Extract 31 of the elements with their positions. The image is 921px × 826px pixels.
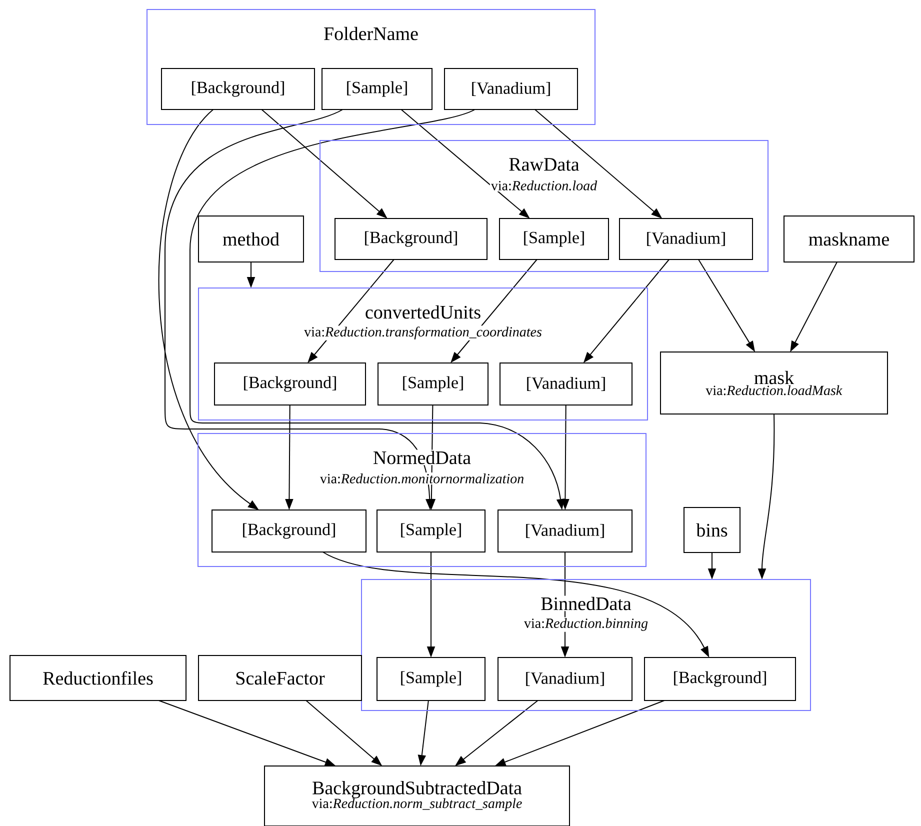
group-subtitle: via:Reduction.monitornormalization	[318, 472, 526, 484]
data-box: [Sample]	[322, 68, 432, 110]
process-box: mask via:Reduction.loadMask	[660, 352, 888, 414]
data-box: [Background]	[334, 218, 488, 260]
group-subtitle: via:Reduction.transformation_coordinates	[303, 326, 543, 340]
data-box: [Sample]	[376, 510, 486, 552]
data-box: [Vanadium]	[498, 657, 632, 701]
data-box: [Sample]	[376, 657, 486, 701]
group-title: NormedData	[372, 450, 472, 466]
group-title: BinnedData	[540, 596, 632, 612]
data-box: [Background]	[214, 362, 366, 406]
data-box: [Sample]	[378, 362, 488, 406]
group-title: convertedUnits	[364, 304, 482, 320]
data-box: [Background]	[644, 657, 796, 701]
data-box: [Vanadium]	[619, 218, 753, 260]
data-box: Reductionfiles	[10, 655, 186, 701]
data-box: maskname	[784, 216, 914, 262]
group-title: RawData	[508, 157, 580, 172]
data-box: [Background]	[212, 510, 366, 552]
data-box: method	[198, 216, 304, 262]
group-subtitle: via:Reduction.binning	[523, 617, 650, 632]
group-subtitle: via:Reduction.load	[490, 180, 598, 192]
data-box: ScaleFactor	[198, 655, 362, 701]
data-box: [Vanadium]	[500, 362, 632, 406]
data-box: [Background]	[161, 68, 315, 110]
group-title: FolderName	[322, 26, 420, 42]
data-box: bins	[684, 507, 740, 553]
data-box: [Vanadium]	[498, 510, 632, 552]
data-box: [Sample]	[499, 218, 609, 260]
data-box: [Vanadium]	[444, 68, 578, 110]
process-box: BackgroundSubtractedData via:Reduction.norm_subtract_sample	[264, 766, 570, 826]
